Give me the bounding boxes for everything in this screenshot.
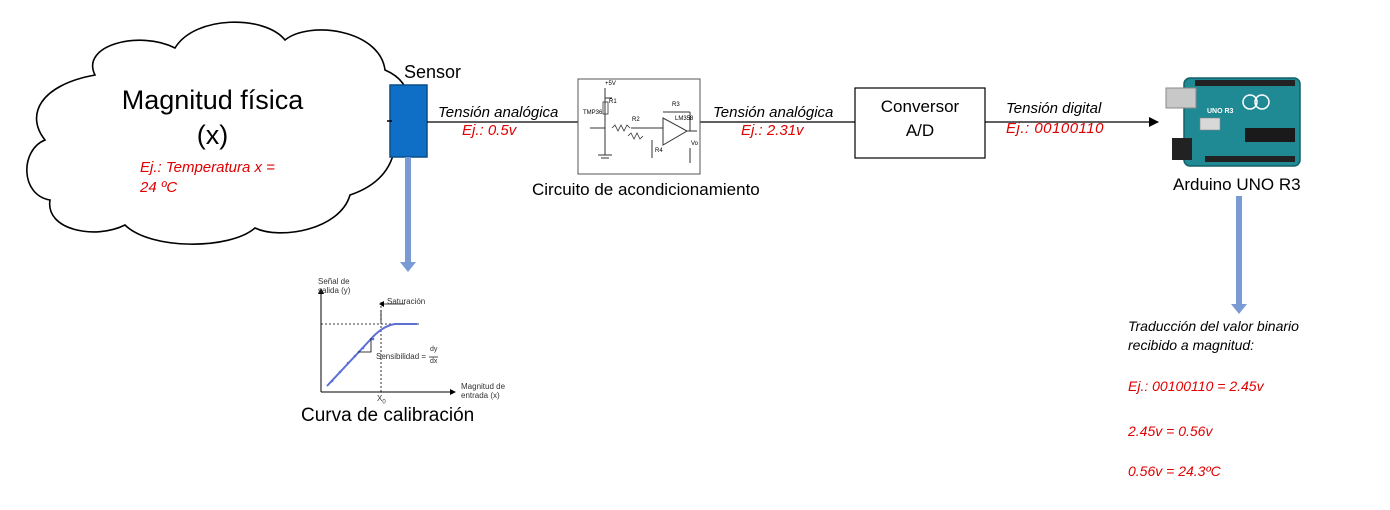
conditioning-circuit-image: [577, 78, 701, 175]
translation-equation-1: Ej.: 00100110 = 2.45v: [1128, 378, 1264, 394]
calibration-x0: X: [377, 394, 383, 403]
arduino-board-text: UNO R3: [1207, 108, 1234, 115]
cloud-example: Ej.: Temperatura x = 24 ºC: [140, 159, 275, 196]
arrow-arduino-to-translation: [1231, 196, 1247, 314]
calibration-x-label-1: Magnitud de: [461, 382, 506, 391]
conditioning-circuit-caption: Circuito de acondicionamiento: [532, 180, 760, 199]
circuit-label-r1: R1: [609, 99, 617, 105]
analog-signal-1-label: Tensión analógica: [438, 104, 559, 121]
sensor-label: Sensor: [404, 62, 462, 82]
circuit-label-tmp36: TMP36: [583, 110, 603, 116]
calibration-sensitivity-label: Sensibilidad =: [376, 352, 427, 361]
circuit-label-vo: Vo: [691, 141, 699, 147]
circuit-label-r4: R4: [655, 148, 663, 154]
calibration-frac-den: dx: [430, 358, 438, 365]
calibration-x0-label: X0: [377, 394, 386, 406]
calibration-frac-num: dy: [430, 346, 438, 353]
circuit-label-5v: +5V: [605, 81, 616, 87]
converter-box: [854, 87, 986, 159]
magnitude-cloud: [26, 21, 410, 245]
arduino-caption: Arduino UNO R3: [1173, 175, 1301, 194]
sensor-block: [389, 84, 428, 158]
analog-signal-1-example: Ej.: 0.5v: [462, 122, 517, 139]
cloud-subtitle: (x): [196, 120, 229, 150]
circuit-label-r2: R2: [632, 117, 640, 123]
circuit-label-r3: R3: [672, 102, 680, 108]
calibration-x0-sub: 0: [382, 399, 386, 406]
translation-text-2: recibido a magnitud:: [1128, 337, 1255, 353]
analog-signal-2-label: Tensión analógica: [713, 104, 834, 121]
circuit-label-lm358: LM358: [675, 116, 694, 122]
translation-equation-2: 2.45v = 0.56v: [1128, 423, 1213, 439]
digital-signal-example: Ej.: 00100110: [1006, 120, 1104, 137]
calibration-x-label-2: entrada (x): [461, 391, 500, 400]
converter-label-line2: A/D: [905, 121, 935, 140]
calibration-y-label-1: Señal de: [318, 277, 350, 286]
converter-label-line1: Conversor: [880, 97, 960, 116]
arduino-board-image: [1165, 77, 1301, 167]
calibration-saturation-label: Saturación: [387, 297, 426, 306]
analog-signal-2-example: Ej.: 2.31v: [741, 122, 804, 139]
calibration-chart: [318, 288, 456, 395]
calibration-y-label-2: salida (y): [318, 286, 351, 295]
calibration-curve: [326, 323, 417, 387]
cloud-title: Magnitud física: [121, 85, 304, 115]
translation-equation-3: 0.56v = 24.3ºC: [1128, 463, 1221, 479]
translation-text-1: Traducción del valor binario: [1128, 318, 1299, 334]
calibration-caption: Curva de calibración: [301, 405, 475, 426]
digital-signal-label: Tensión digital: [1006, 100, 1102, 117]
arrow-sensor-to-calibration: [400, 157, 416, 272]
